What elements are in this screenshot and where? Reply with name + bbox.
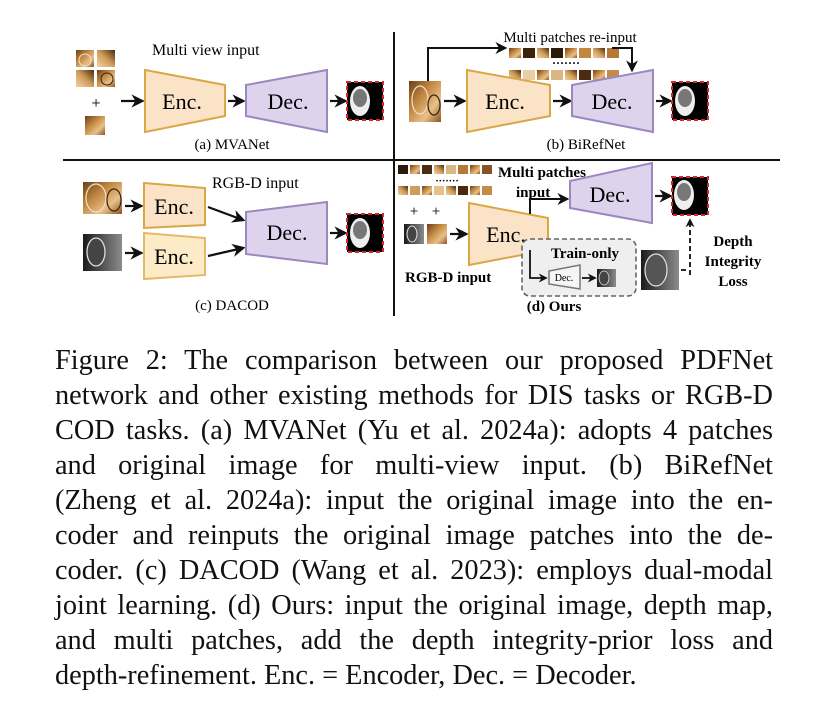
decoder-block (571, 68, 654, 134)
encoder-to-aux-decoder-arrow (529, 250, 548, 283)
panel-caption: (d) Ours (527, 299, 582, 315)
ellipsis-dots: ······· (435, 176, 458, 187)
original-image-thumb (85, 116, 105, 135)
decoder-block (245, 68, 328, 134)
rgb-d-input-label: RGB-D input (405, 270, 491, 286)
depth-integrity-loss-label: Loss (718, 274, 747, 290)
output-mask (671, 81, 709, 121)
caption-line: Figure 2: The comparison between our pro… (55, 345, 773, 376)
rgb-d-input-label: RGB-D input (212, 175, 299, 192)
output-mask (346, 213, 384, 253)
multi-patches-label-input: input (516, 185, 550, 201)
rgb-image-thumb (427, 224, 447, 244)
caption-line: joint learning. (d) Ours: input the orig… (55, 590, 773, 621)
patch-row-bottom (509, 70, 619, 80)
panel-d-ours: ······· Multi patches input + + Enc. RGB… (398, 161, 762, 315)
caption-line: coder and reinputs the original image pa… (55, 520, 773, 551)
decoder-block (569, 161, 653, 225)
input-image-thumb (409, 81, 441, 122)
caption-line: (Zheng et al. 2024a): input the original… (55, 485, 773, 516)
encoder-label: Enc. (154, 194, 194, 219)
decoder-label: Dec. (267, 220, 308, 245)
encoder-block (466, 68, 551, 134)
aux-decoder-block (548, 264, 581, 290)
patches-to-decoder-arrow (612, 47, 638, 73)
panel-b-birefnet: Multi patches re-input ······· (409, 30, 709, 153)
ellipsis-dots: ······· (552, 56, 580, 70)
aux-decoder-label: Dec. (555, 273, 574, 284)
figure-caption: Figure 2: The comparison between our pro… (55, 343, 773, 693)
train-only-label: Train-only (551, 246, 620, 262)
decoder-label: Dec. (592, 89, 633, 114)
depth-encoder-block (143, 231, 206, 281)
rgb-encoder-block (143, 181, 206, 230)
decoder-label: Dec. (590, 182, 631, 207)
caption-line: network and other existing methods for D… (55, 380, 773, 411)
plus-sign: + (432, 204, 441, 220)
multi-patches-reinput-label: Multi patches re-input (503, 30, 637, 46)
encoder-label: Enc. (486, 222, 526, 247)
encoder-label: Enc. (162, 89, 202, 114)
figure-2-diagram: + Multi view input Enc. Dec. (a) MVANet … (0, 0, 826, 330)
caption-line: coder. (c) DACOD (Wang et al. 2023): emp… (55, 555, 773, 586)
depth-integrity-loss-label: Integrity (705, 254, 762, 270)
decoder-label: Dec. (268, 89, 309, 114)
reinput-arrow (427, 42, 508, 81)
arrow (207, 243, 246, 258)
caption-line: and multi patches, add the depth integri… (55, 625, 773, 656)
caption-line: and original image for multi-view input.… (55, 450, 773, 481)
panel-caption: (c) DACOD (195, 298, 269, 314)
panel-caption: (a) MVANet (194, 137, 270, 153)
patch-row-top (509, 48, 619, 58)
multi-view-patches (76, 50, 115, 87)
plus-sign: + (91, 95, 100, 112)
plus-sign: + (410, 204, 419, 220)
caption-line: depth-refinement. Enc. = Encoder, Dec. =… (55, 660, 637, 691)
decoder-block (245, 200, 328, 266)
output-mask (346, 81, 384, 121)
multi-view-input-label: Multi view input (152, 42, 260, 59)
encoder-label: Enc. (485, 89, 525, 114)
output-mask (671, 176, 709, 216)
train-only-box: Train-only Dec. (521, 238, 637, 297)
patch-row-top (398, 165, 492, 174)
encoder-block (144, 68, 226, 134)
depth-integrity-loss-label: Depth (713, 234, 753, 250)
panel-caption: (b) BiRefNet (547, 137, 627, 153)
multi-patches-label: Multi patches (498, 165, 586, 181)
panel-a-mvanet: + Multi view input Enc. Dec. (a) MVANet (76, 42, 384, 153)
patch-row-bottom (398, 186, 492, 195)
panel-c-dacod: Enc. Enc. RGB-D input Dec. (c) DACOD (83, 175, 384, 314)
caption-line: COD tasks. (a) MVANet (Yu et al. 2024a):… (55, 415, 773, 446)
arrow (207, 205, 246, 223)
encoder-to-decoder-arrow (529, 193, 570, 214)
encoder-label: Enc. (154, 244, 194, 269)
